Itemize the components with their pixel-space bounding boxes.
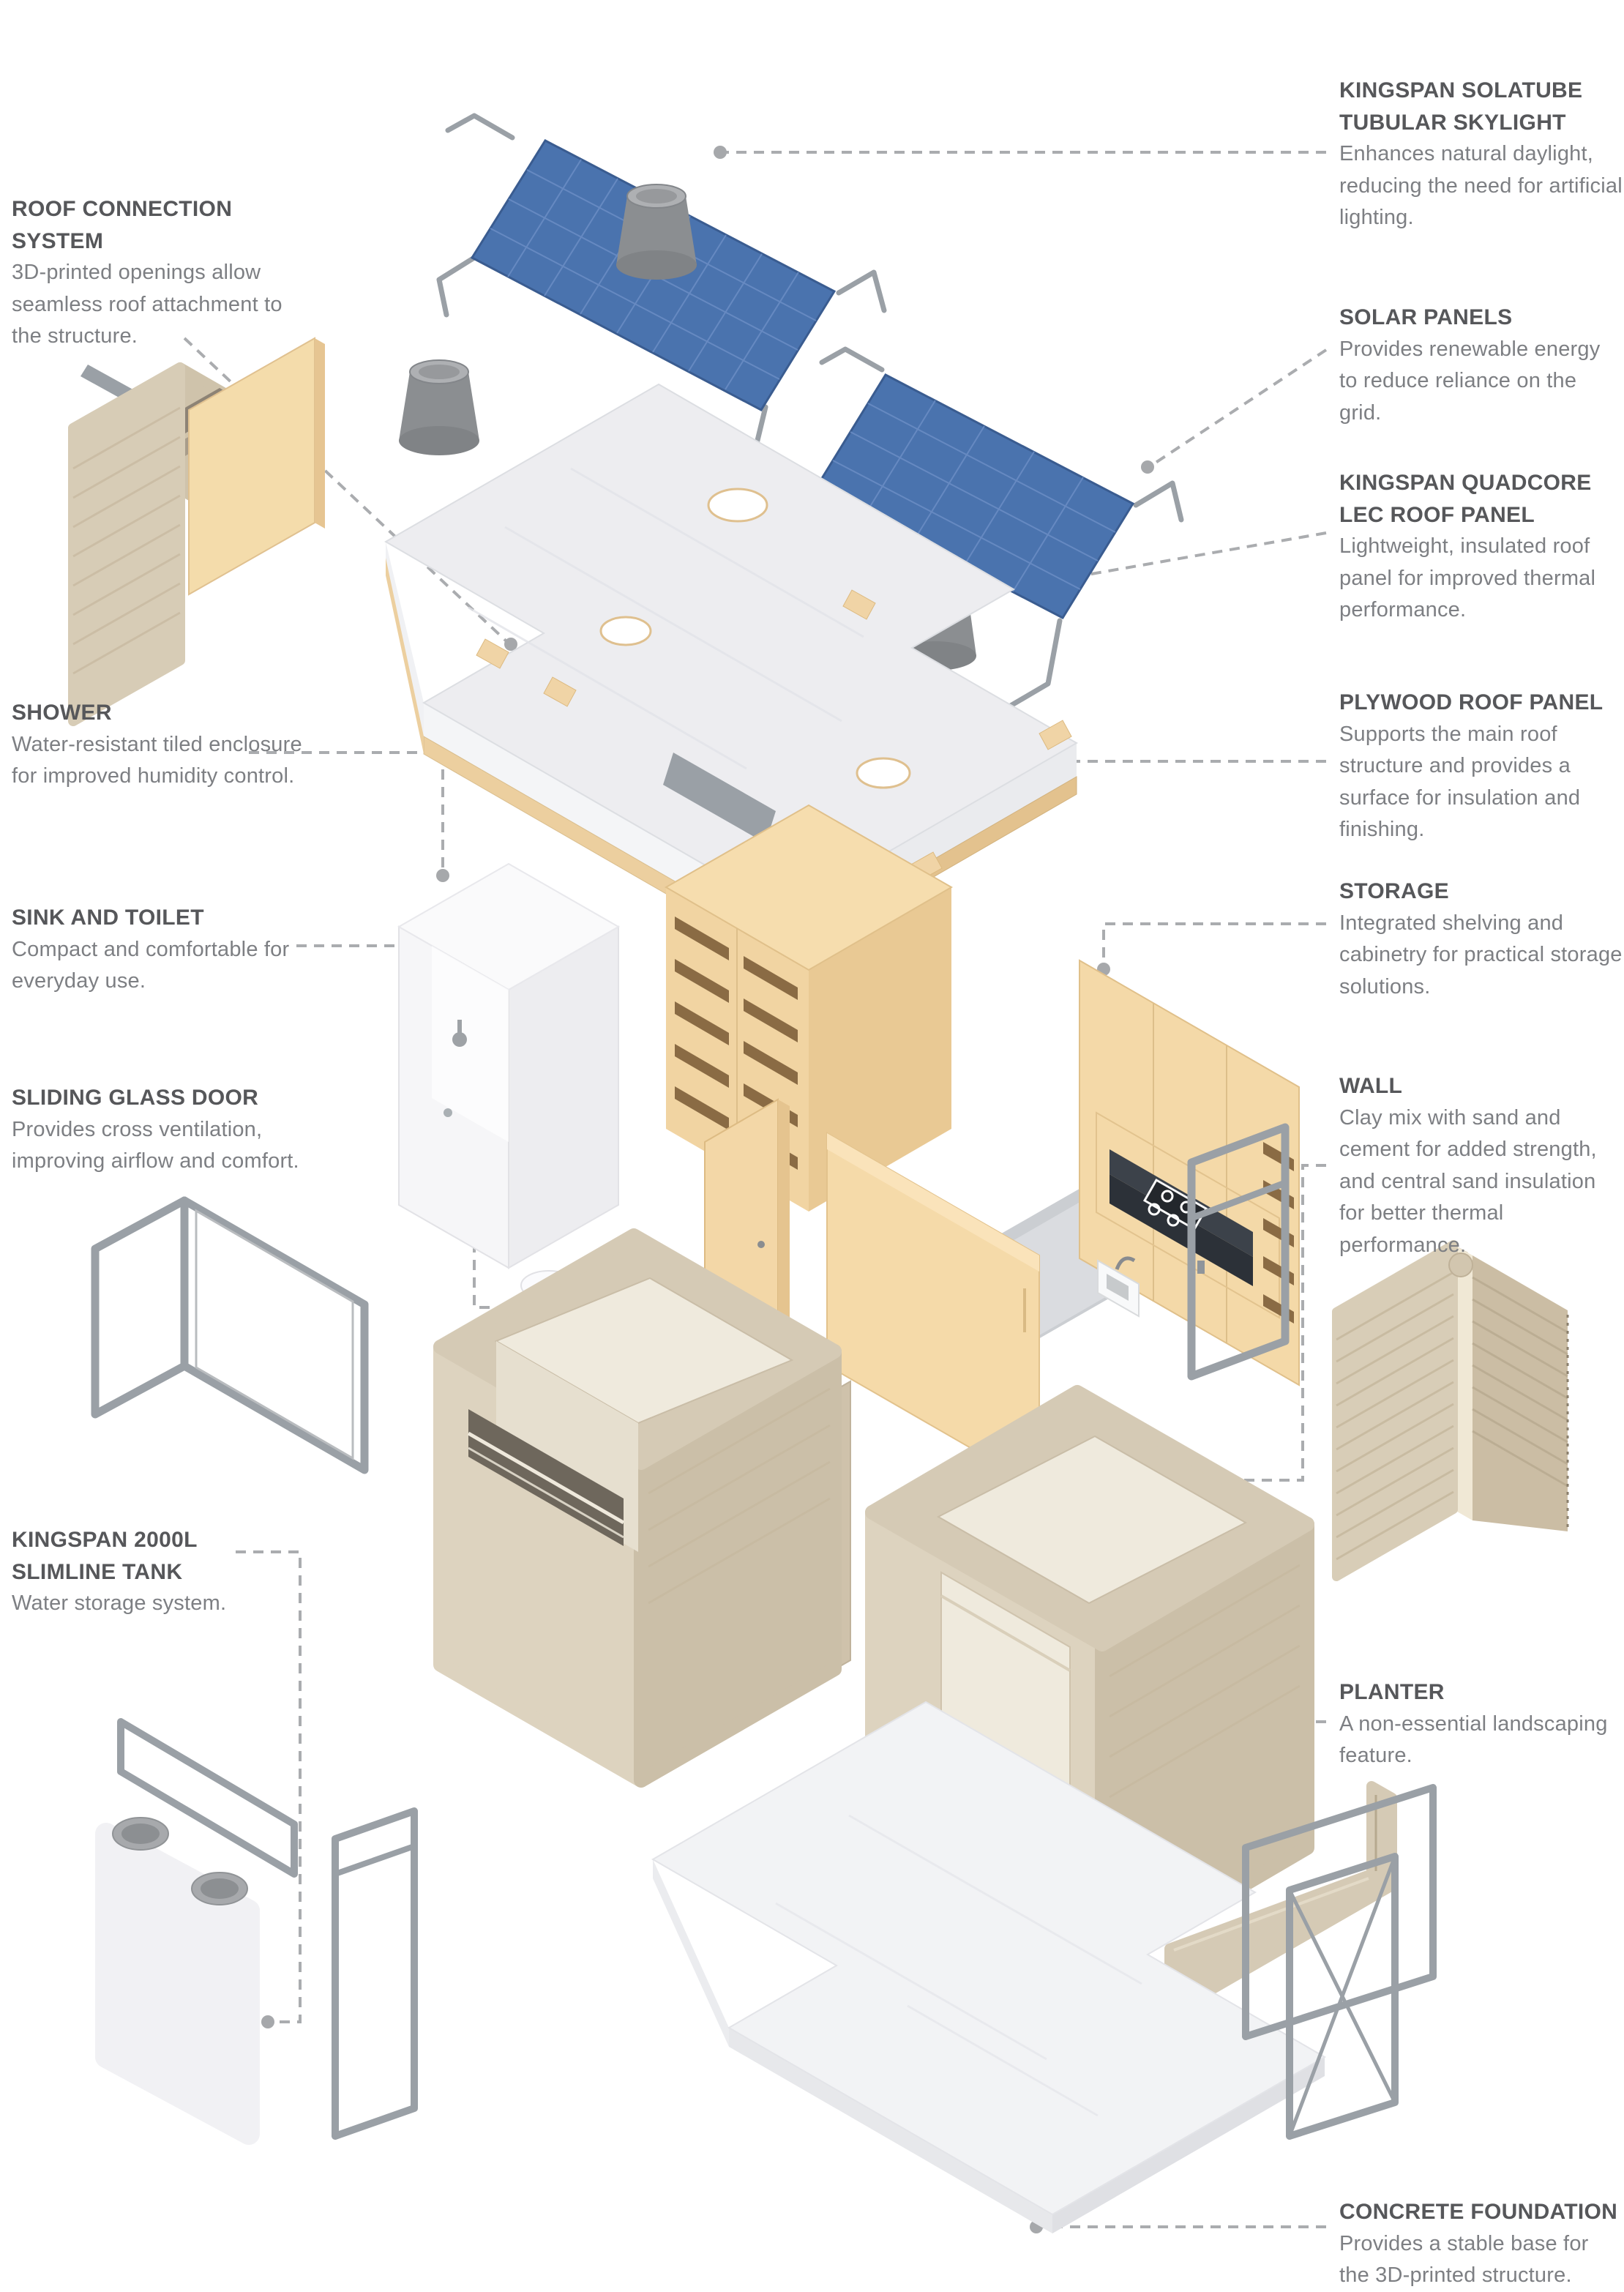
label-body: Water storage system. xyxy=(12,1591,227,1615)
label-title: CONCRETE FOUNDATION xyxy=(1339,2200,1618,2224)
label-body: Clay mix with sand and cement for added … xyxy=(1339,1105,1597,1257)
concrete-foundation-slab xyxy=(651,1701,1326,2233)
label-sliding-glass-door: SLIDING GLASS DOOR Provides cross ventil… xyxy=(12,1082,319,1178)
label-title: PLYWOOD ROOF PANEL xyxy=(1339,690,1604,714)
shower-head-icon xyxy=(452,1032,467,1047)
label-body: Supports the main roof structure and pro… xyxy=(1339,722,1581,842)
label-shower: SHOWER Water-resistant tiled enclosure f… xyxy=(12,697,304,793)
wall-cross-section-sample xyxy=(1332,1240,1569,1581)
glass-door-frame-right xyxy=(1187,1123,1290,1381)
label-title: SOLAR PANELS xyxy=(1339,305,1513,329)
solar-panel-array-single xyxy=(399,113,887,474)
label-sink-and-toilet: SINK AND TOILET Compact and comfortable … xyxy=(12,902,304,998)
door-handle-icon xyxy=(1197,1261,1205,1274)
label-plywood-roof-panel: PLYWOOD ROOF PANEL Supports the main roo… xyxy=(1339,687,1624,846)
door-frame-sample xyxy=(332,1807,418,2140)
faucet-icon xyxy=(1115,1256,1136,1270)
label-body: Provides cross ventilation, improving ai… xyxy=(12,1117,299,1173)
wall-module-left xyxy=(433,1228,842,1788)
skylight-hole xyxy=(856,757,911,789)
label-body: Provides renewable energy to reduce reli… xyxy=(1339,337,1601,425)
label-title: SLIDING GLASS DOOR xyxy=(12,1086,259,1110)
sliding-glass-door-frames xyxy=(91,1196,369,1474)
label-kingspan-quadcore-lec-roof-panel: KINGSPAN QUADCORE LEC ROOF PANEL Lightwe… xyxy=(1339,467,1624,627)
window-slot xyxy=(467,1409,625,1546)
water-tank xyxy=(95,1817,260,2145)
frame-samples-bottom-right xyxy=(1242,1784,1437,2140)
label-body: 3D-printed openings allow seamless roof … xyxy=(12,261,282,348)
skylight-tube-icon xyxy=(616,184,697,280)
label-kingspan-solatube-tubular-skylight: KINGSPAN SOLATUBE TUBULAR SKYLIGHT Enhan… xyxy=(1339,75,1624,234)
skylight-tube-icon xyxy=(399,359,479,455)
shower-enclosure xyxy=(397,862,621,1269)
shower-knob-icon xyxy=(444,1108,452,1117)
label-title: WALL xyxy=(1339,1074,1403,1098)
label-title: SHOWER xyxy=(12,701,112,725)
interlock-bump xyxy=(1448,1253,1473,1277)
skylight-hole xyxy=(599,616,652,646)
label-planter: PLANTER A non-essential landscaping feat… xyxy=(1339,1676,1624,1772)
window-frame-sample xyxy=(117,1718,298,1878)
label-wall: WALL Clay mix with sand and cement for a… xyxy=(1339,1070,1624,1261)
label-body: Enhances natural daylight, reducing the … xyxy=(1339,142,1623,229)
label-title: KINGSPAN SOLATUBE TUBULAR SKYLIGHT xyxy=(1339,78,1583,135)
label-solar-panels: SOLAR PANELS Provides renewable energy t… xyxy=(1339,302,1624,429)
label-body: A non-essential landscaping feature. xyxy=(1339,1711,1608,1768)
kitchen-module xyxy=(826,959,1300,1489)
label-storage: STORAGE Integrated shelving and cabinetr… xyxy=(1339,876,1624,1003)
label-title: PLANTER xyxy=(1339,1680,1445,1704)
label-body: Compact and comfortable for everyday use… xyxy=(12,937,290,993)
label-body: Water-resistant tiled enclosure for impr… xyxy=(12,732,302,788)
label-kingspan-2000l-slimline-tank: KINGSPAN 2000L SLIMLINE TANK Water stora… xyxy=(12,1524,253,1620)
label-title: SINK AND TOILET xyxy=(12,906,204,930)
label-body: Lightweight, insulated roof panel for im… xyxy=(1339,534,1596,621)
kitchen-sink xyxy=(1097,1256,1140,1318)
skylight-hole xyxy=(707,488,768,523)
label-body: Integrated shelving and cabinetry for pr… xyxy=(1339,911,1623,998)
roof-step-plate xyxy=(663,753,776,843)
label-title: KINGSPAN QUADCORE LEC ROOF PANEL xyxy=(1339,471,1592,527)
label-roof-connection-system: ROOF CONNECTION SYSTEM 3D-printed openin… xyxy=(12,193,304,353)
label-body: Provides a stable base for the 3D-printe… xyxy=(1339,2231,1589,2288)
label-title: ROOF CONNECTION SYSTEM xyxy=(12,197,233,253)
door-handle-icon xyxy=(757,1241,765,1248)
wall-corner-sample xyxy=(68,337,325,726)
label-title: STORAGE xyxy=(1339,879,1449,903)
label-concrete-foundation: CONCRETE FOUNDATION Provides a stable ba… xyxy=(1339,2196,1624,2292)
label-title: KINGSPAN 2000L SLIMLINE TANK xyxy=(12,1528,198,1584)
